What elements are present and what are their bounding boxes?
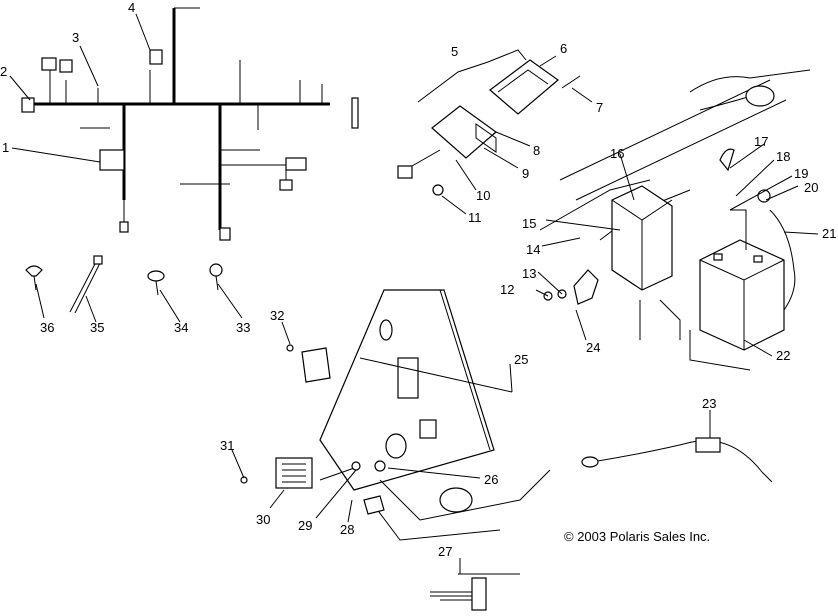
battery-cable-23: [581, 437, 773, 483]
callout-7: 7: [596, 100, 603, 115]
relay-32: [301, 347, 331, 383]
harness-hardware: [25, 255, 223, 314]
battery-22: [699, 239, 785, 351]
callout-32: 32: [270, 308, 284, 323]
callout-13: 13: [522, 266, 536, 281]
callout-23: 23: [702, 396, 716, 411]
tail-light-assembly: [397, 59, 581, 196]
callout-20: 20: [804, 180, 818, 195]
connector: [397, 165, 413, 179]
callout-8: 8: [533, 143, 540, 158]
callout-15: 15: [522, 216, 536, 231]
callout-22: 22: [776, 348, 790, 363]
callout-12: 12: [500, 282, 514, 297]
wiring-harness: [21, 7, 359, 241]
callout-numbers: 1 2 3 4 5 6 7 8 9 10 11 12 13 14 15 16 1…: [0, 0, 836, 559]
frame-battery-area: [539, 69, 811, 371]
callout-36: 36: [40, 320, 54, 335]
cable-tie-35: [93, 255, 103, 265]
callout-29: 29: [298, 518, 312, 533]
callout-5: 5: [451, 44, 458, 59]
bracket-24: [573, 269, 599, 305]
callout-1: 1: [2, 140, 9, 155]
bracket-on-plate: [397, 357, 419, 399]
callout-19: 19: [794, 166, 808, 181]
leader-lines: [9, 13, 819, 574]
callout-18: 18: [776, 149, 790, 164]
callout-33: 33: [236, 320, 250, 335]
callout-14: 14: [526, 242, 540, 257]
callout-26: 26: [484, 472, 498, 487]
callout-4: 4: [128, 0, 135, 15]
callout-24: 24: [586, 340, 600, 355]
callout-35: 35: [90, 320, 104, 335]
mounting-plate-area: [240, 289, 551, 541]
connector-27: [430, 573, 520, 611]
module-30: [275, 457, 313, 489]
clip-36: [25, 265, 43, 277]
callout-9: 9: [522, 166, 529, 181]
callout-28: 28: [340, 522, 354, 537]
callout-30: 30: [256, 512, 270, 527]
callout-31: 31: [220, 438, 234, 453]
callout-25: 25: [514, 352, 528, 367]
callout-16: 16: [610, 146, 624, 161]
callout-3: 3: [72, 30, 79, 45]
callout-27: 27: [438, 544, 452, 559]
nut-11: [432, 184, 444, 196]
callout-21: 21: [822, 226, 836, 241]
copyright-notice: © 2003 Polaris Sales Inc.: [564, 529, 710, 544]
boot-17: [719, 148, 735, 172]
callout-17: 17: [754, 134, 768, 149]
callout-11: 11: [468, 210, 482, 225]
light-housing-10: [431, 105, 497, 159]
clip-33: [209, 263, 223, 277]
callout-34: 34: [174, 320, 188, 335]
callout-6: 6: [560, 41, 567, 56]
callout-10: 10: [476, 188, 490, 203]
tail-lens-6: [489, 59, 559, 115]
callout-2: 2: [0, 64, 7, 79]
clip-34: [147, 270, 165, 282]
